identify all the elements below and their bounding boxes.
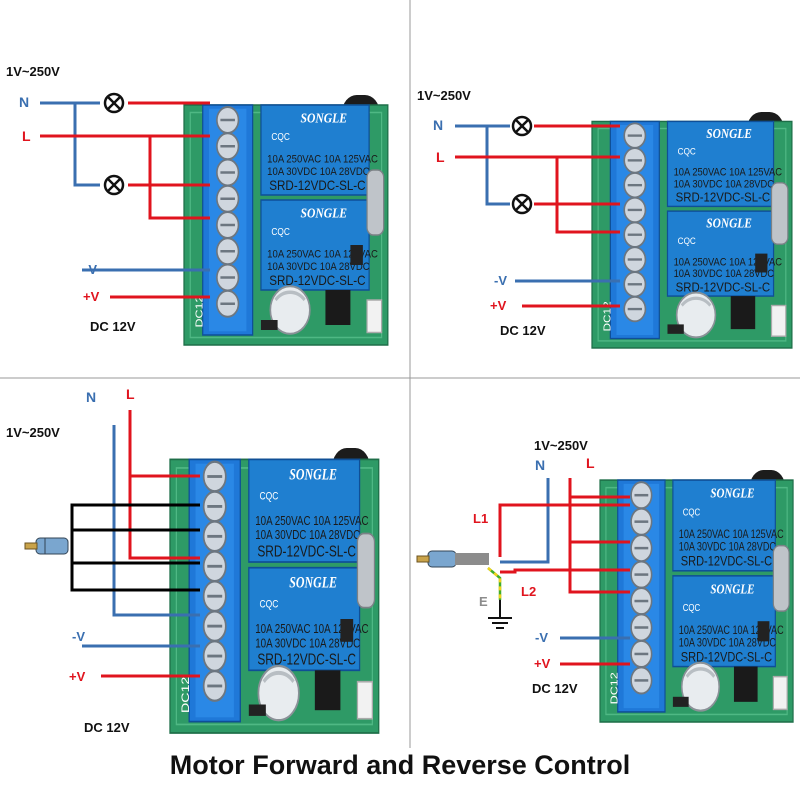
neutral-label: N [86,389,96,405]
negative-label: -V [494,273,507,288]
neutral-label: N [19,94,29,110]
voltage-label: 1V~250V [534,438,588,453]
live-wire [560,478,630,666]
live-label: L [22,128,31,144]
neutral-label: N [433,117,443,133]
panel-motor-wiring-2: 1V~250V N L L1 L2 E -V +V DC 12V [416,438,795,724]
l2-label: L2 [521,584,536,599]
live-wire [101,410,200,678]
dc-label: DC 12V [84,720,130,735]
lamp-icon [103,174,125,196]
dc-label: DC 12V [90,319,136,334]
live-wire [455,124,620,308]
motor-lead-l2 [500,568,630,574]
negative-label: -V [84,262,97,277]
lamp-icon [511,115,533,137]
l1-label: L1 [473,511,488,526]
positive-label: +V [490,298,507,313]
motor-icon [24,537,69,555]
earth-wire [487,567,512,629]
lamp-icon [103,92,125,114]
positive-label: +V [83,289,100,304]
panel-lamp-wiring-2: 1V~250V N L -V +V DC 12V [417,88,794,350]
motor-icon [416,550,489,568]
panel-motor-wiring-1: 1V~250V N L -V +V DC 12V [6,386,381,735]
neutral-wire [455,124,620,283]
live-wire [40,101,210,299]
panel-lamp-wiring-1: 1V~250V N L -V +V DC 12V [6,64,390,347]
live-label: L [436,149,445,165]
neutral-wire [82,425,200,648]
positive-label: +V [534,656,551,671]
motor-wire [70,503,200,592]
negative-label: -V [535,630,548,645]
relay-board [182,93,390,347]
relay-board [598,468,795,724]
relay-board [168,446,381,735]
dc-label: DC 12V [500,323,546,338]
negative-label: -V [72,629,85,644]
live-label: L [126,386,135,402]
neutral-label: N [535,457,545,473]
earth-label: E [479,594,488,609]
motor-lead-l1 [498,503,630,557]
voltage-label: 1V~250V [6,64,60,79]
positive-label: +V [69,669,86,684]
voltage-label: 1V~250V [417,88,471,103]
caption-title: Motor Forward and Reverse Control [169,750,631,780]
live-label: L [586,455,595,471]
relay-board [590,110,794,350]
dc-label: DC 12V [532,681,578,696]
lamp-icon [511,193,533,215]
voltage-label: 1V~250V [6,425,60,440]
neutral-wire [40,101,210,272]
